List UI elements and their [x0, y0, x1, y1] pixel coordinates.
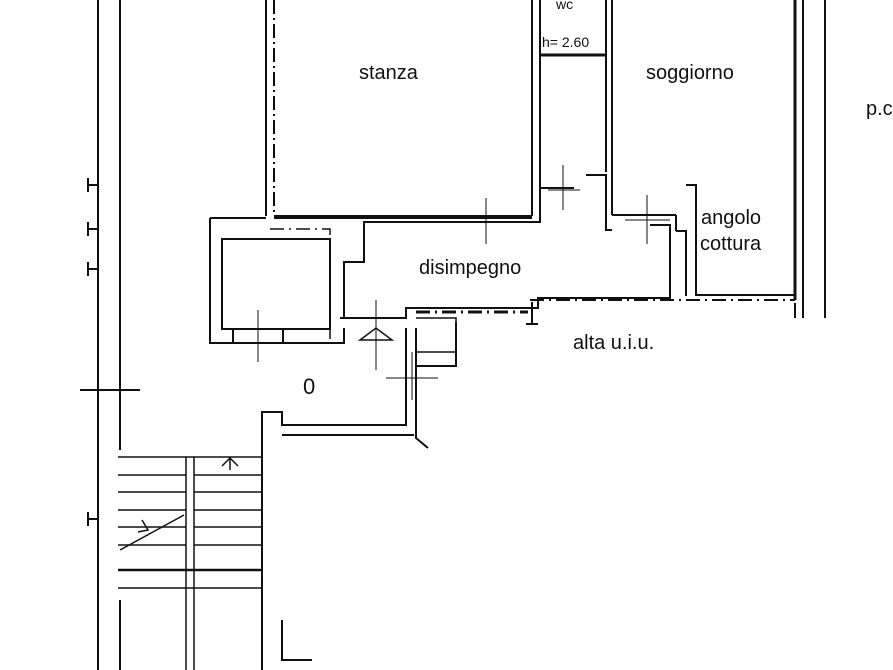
room-label-wc: wc — [556, 0, 574, 12]
room-angolo-cottura — [676, 184, 795, 296]
room-soggiorno — [612, 0, 826, 318]
room-label-soggiorno: soggiorno — [646, 62, 734, 84]
room-disimpegno — [210, 190, 795, 325]
left-exterior-wall — [80, 0, 140, 670]
entrance-corridor — [261, 300, 457, 670]
label-alta-uiu: alta u.i.u. — [573, 332, 655, 354]
staircase — [118, 456, 262, 670]
room-label-stanza: stanza — [359, 62, 418, 84]
room-label-cottura: cottura — [700, 233, 762, 255]
room-label-disimpegno: disimpegno — [419, 257, 522, 279]
room-stanza — [265, 0, 541, 244]
room-wc — [540, 0, 613, 231]
edge-label: p.c — [866, 98, 893, 120]
room-closet — [209, 218, 345, 362]
room-label-angolo: angolo — [701, 207, 762, 229]
floor-number-label: 0 — [303, 374, 316, 399]
room-label-wc-height: h= 2.60 — [542, 34, 590, 50]
